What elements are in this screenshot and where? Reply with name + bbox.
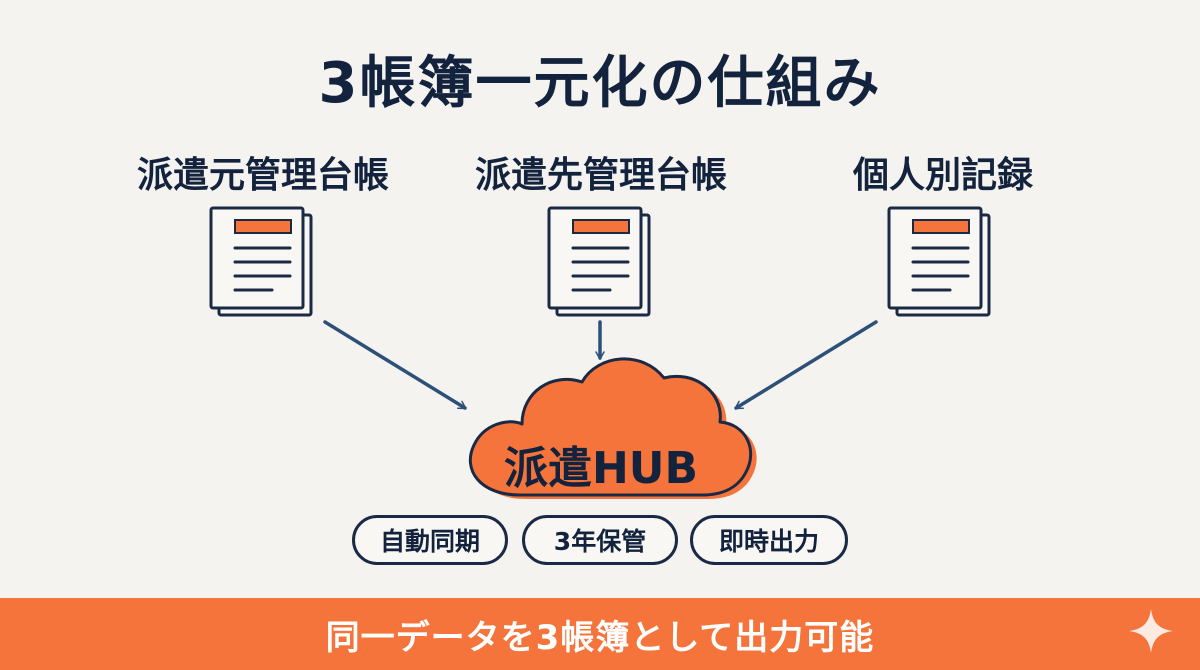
arrow-right	[734, 320, 878, 410]
document-icon	[887, 206, 991, 317]
footer-text: 同一データを3帳簿として出力可能	[325, 617, 875, 658]
document-icon	[547, 206, 651, 317]
cloud-icon	[468, 357, 757, 499]
feature-pill-auto-sync: 自動同期	[352, 515, 508, 565]
arrow-left	[323, 320, 467, 410]
hub-label: 派遣HUB	[503, 443, 699, 494]
footer-banner: 同一データを3帳簿として出力可能	[0, 598, 1200, 670]
source-label-dispatch-origin: 派遣元管理台帳	[136, 155, 389, 196]
document-icon	[209, 206, 313, 317]
sparkle-icon	[1129, 609, 1173, 653]
page-title: 3帳簿一元化の仕組み	[318, 51, 882, 116]
source-label-individual-record: 個人別記録	[852, 155, 1033, 196]
feature-pill-instant-output: 即時出力	[690, 515, 848, 565]
source-label-dispatch-destination: 派遣先管理台帳	[474, 155, 727, 196]
feature-pill-storage: 3年保管	[522, 515, 678, 565]
